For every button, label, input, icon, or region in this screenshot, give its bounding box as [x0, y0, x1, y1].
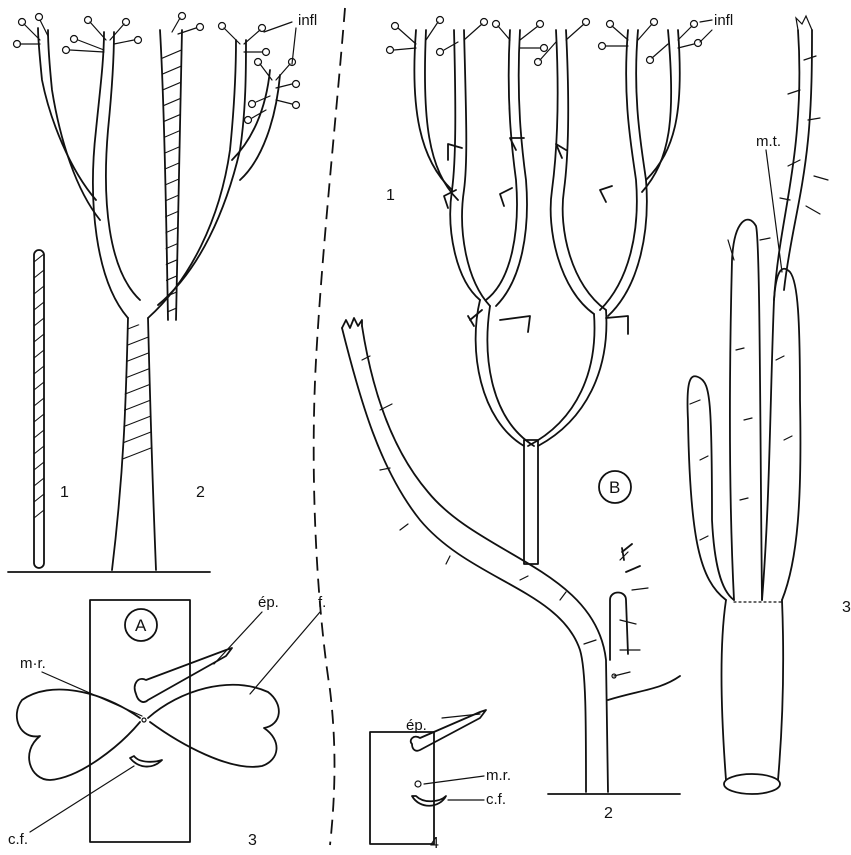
label-b-3: 3 — [842, 599, 851, 616]
pointer-mr-a4 — [424, 776, 484, 784]
pointer-mt-b3 — [766, 150, 782, 272]
pointer-infl-b-2 — [700, 30, 712, 42]
label-b-1: 1 — [386, 187, 395, 204]
inflorescences-b — [387, 17, 702, 66]
label-cf-a4: c.f. — [486, 791, 506, 808]
pointer-ep-a3 — [214, 612, 262, 664]
panel-b-circle-label: B — [599, 471, 631, 503]
pointer-infl-b-1 — [700, 20, 712, 22]
label-mt-b3: m.t. — [756, 133, 781, 150]
svg-text:A: A — [135, 616, 147, 635]
inflorescences-a — [14, 13, 300, 124]
label-a-2: 2 — [196, 484, 205, 501]
label-ep-a3: ép. — [258, 594, 279, 611]
pointer-cf-a3 — [30, 766, 134, 832]
label-mr-a3: m·r. — [20, 655, 46, 672]
stem-hatching — [34, 254, 44, 518]
figure-b1-branching — [387, 17, 702, 565]
panel-a-circle-label: A — [125, 609, 157, 641]
label-a-3: 3 — [248, 832, 257, 849]
pointer-ep-a4 — [442, 714, 480, 718]
label-infl-b: infl — [714, 12, 733, 29]
pointer-f-a3 — [250, 612, 320, 694]
svg-text:B: B — [609, 478, 620, 497]
label-b-2: 2 — [604, 805, 613, 822]
panel-b: infl 1 B 2 — [342, 12, 851, 822]
label-a-4: 4 — [430, 835, 439, 850]
panel-a: infl 1 2 A m·r. ép. f. c.f. 3 — [8, 12, 511, 850]
dashed-separator — [314, 8, 345, 845]
label-ep-a4: ép. — [406, 717, 427, 734]
label-cf-a3: c.f. — [8, 831, 28, 848]
pointer-mr-a3 — [42, 672, 142, 716]
figure-a4-detail — [370, 710, 486, 844]
label-a-1: 1 — [60, 484, 69, 501]
label-mr-a4: m.r. — [486, 767, 511, 784]
label-infl-a: infl — [298, 12, 317, 29]
figure-a1-stem — [34, 250, 44, 568]
figure-b2-spiny-stem — [342, 318, 680, 794]
